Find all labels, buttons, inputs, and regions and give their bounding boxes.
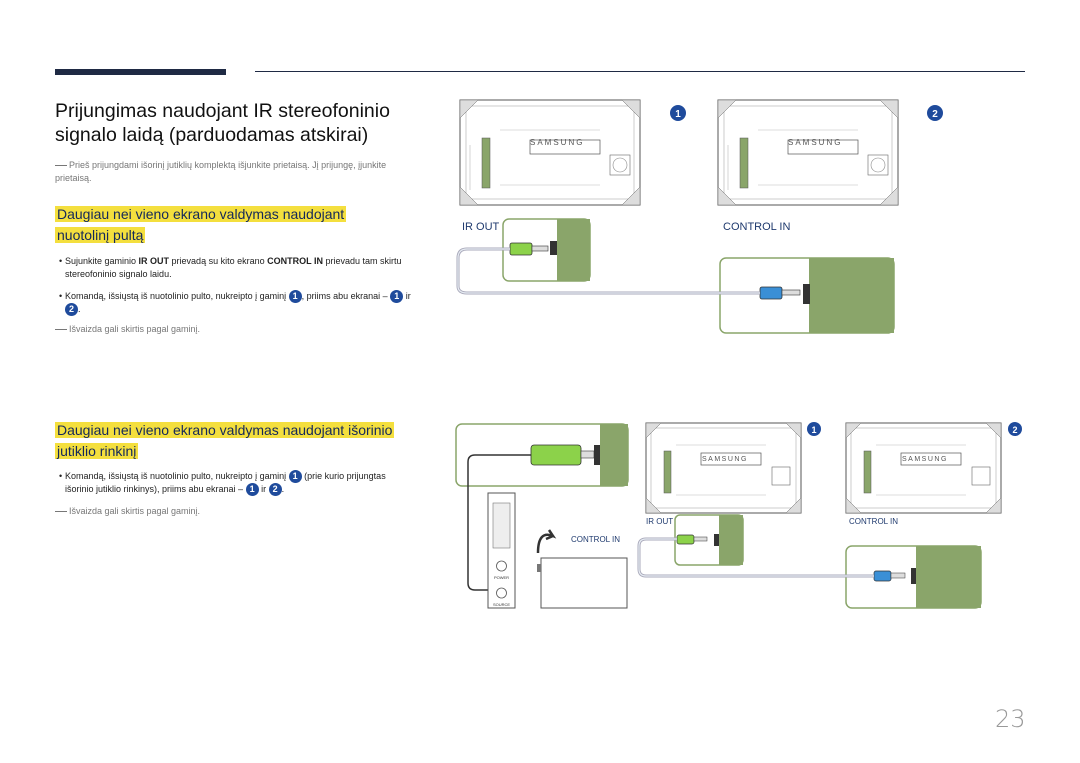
- marker-2: 2: [1012, 425, 1017, 435]
- display-side-view: [540, 557, 628, 609]
- section2-heading-text: Daugiau nei vieno ekrano valdymas naudoj…: [55, 422, 395, 459]
- sensor-port-panel: [600, 424, 628, 486]
- section2-bullet1: • Komandą, išsiųstą iš nuotolinio pulto,…: [59, 470, 386, 497]
- page-number: 23: [995, 705, 1026, 733]
- marker-1: 1: [288, 470, 302, 484]
- blue-plug: [873, 570, 892, 582]
- ir-out-jack: [714, 534, 719, 546]
- sensor-jack: [594, 445, 600, 465]
- marker-1-circle: [807, 422, 821, 436]
- monitor-1: [645, 422, 802, 514]
- section2-heading: Daugiau nei vieno ekrano valdymas naudoj…: [55, 420, 395, 462]
- intro-note-text: Prieš prijungdami išorinį jutiklių kompl…: [55, 160, 387, 183]
- control-in-panel: [809, 258, 894, 333]
- brand-logo: SAMSUNG: [788, 138, 842, 147]
- ir-out-label: IR OUT: [646, 517, 673, 526]
- section2-note: Išvaizda gali skirtis pagal gaminį.: [55, 505, 405, 518]
- intro-note: Prieš prijungdami išorinį jutiklių kompl…: [55, 159, 405, 185]
- diagram-remote-control: SAMSUNG 1 SAMSUNG 2 IR OUT CONTROL IN: [456, 99, 943, 334]
- header-rule: [255, 71, 1025, 72]
- control-in-jack: [911, 568, 916, 584]
- marker-2: 2: [268, 483, 282, 497]
- source-button: [496, 587, 507, 599]
- control-in-sensor-label: CONTROL IN: [571, 535, 620, 544]
- control-in-label: CONTROL IN: [849, 517, 898, 526]
- green-plug: [509, 242, 533, 256]
- marker-1: 1: [245, 483, 259, 497]
- note-dash: [55, 165, 67, 167]
- blue-plug: [759, 286, 783, 300]
- monitor-1: [459, 99, 641, 206]
- marker-1-circle: [670, 105, 686, 121]
- diagram-external-sensor: CONTROL IN POWER SOURCE SAMSUNG 1 SAMSUN…: [455, 422, 1022, 609]
- sensor-plug: [530, 444, 582, 466]
- marker-2: 2: [65, 303, 78, 317]
- marker-1: 1: [288, 290, 302, 304]
- control-in-label: CONTROL IN: [723, 221, 790, 233]
- monitor-2: [845, 422, 1002, 514]
- section1-note: Išvaizda gali skirtis pagal gaminį.: [55, 323, 405, 336]
- monitor-2: [717, 99, 899, 206]
- svg-text:POWER: POWER: [494, 575, 509, 580]
- marker-2-circle: [927, 105, 943, 121]
- header-accent-bar: [55, 69, 226, 75]
- marker-2: 2: [932, 109, 938, 120]
- svg-text:SOURCE: SOURCE: [493, 602, 510, 607]
- brand-logo: SAMSUNG: [902, 456, 948, 463]
- ir-out-label: IR OUT: [462, 221, 500, 233]
- ir-out-panel: [719, 515, 743, 565]
- marker-2-circle: [1008, 422, 1022, 436]
- marker-1: 1: [675, 109, 681, 120]
- section1-heading: Daugiau nei vieno ekrano valdymas naudoj…: [55, 204, 395, 246]
- control-in-term: CONTROL IN: [267, 256, 323, 266]
- section1-heading-text: Daugiau nei vieno ekrano valdymas naudoj…: [55, 206, 347, 243]
- page-title: Prijungimas naudojant IR stereofoninio s…: [55, 100, 390, 146]
- control-in-panel: [916, 546, 981, 608]
- section1-bullet1: • Sujunkite gaminio IR OUT prievadą su k…: [59, 256, 402, 279]
- brand-logo: SAMSUNG: [702, 456, 748, 463]
- ir-out-jack: [550, 241, 557, 255]
- brand-logo: SAMSUNG: [530, 138, 584, 147]
- sensor-cable: [467, 454, 531, 591]
- power-button: [496, 560, 507, 572]
- marker-1: 1: [811, 425, 816, 435]
- control-in-jack: [803, 284, 810, 304]
- signal-arrow-icon: [536, 529, 557, 554]
- section1-bullet2: • Komandą, išsiųstą iš nuotolinio pulto,…: [59, 290, 411, 317]
- ir-out-term: IR OUT: [138, 256, 170, 266]
- ir-out-panel: [557, 219, 590, 281]
- marker-1: 1: [390, 290, 404, 304]
- green-plug: [676, 534, 695, 545]
